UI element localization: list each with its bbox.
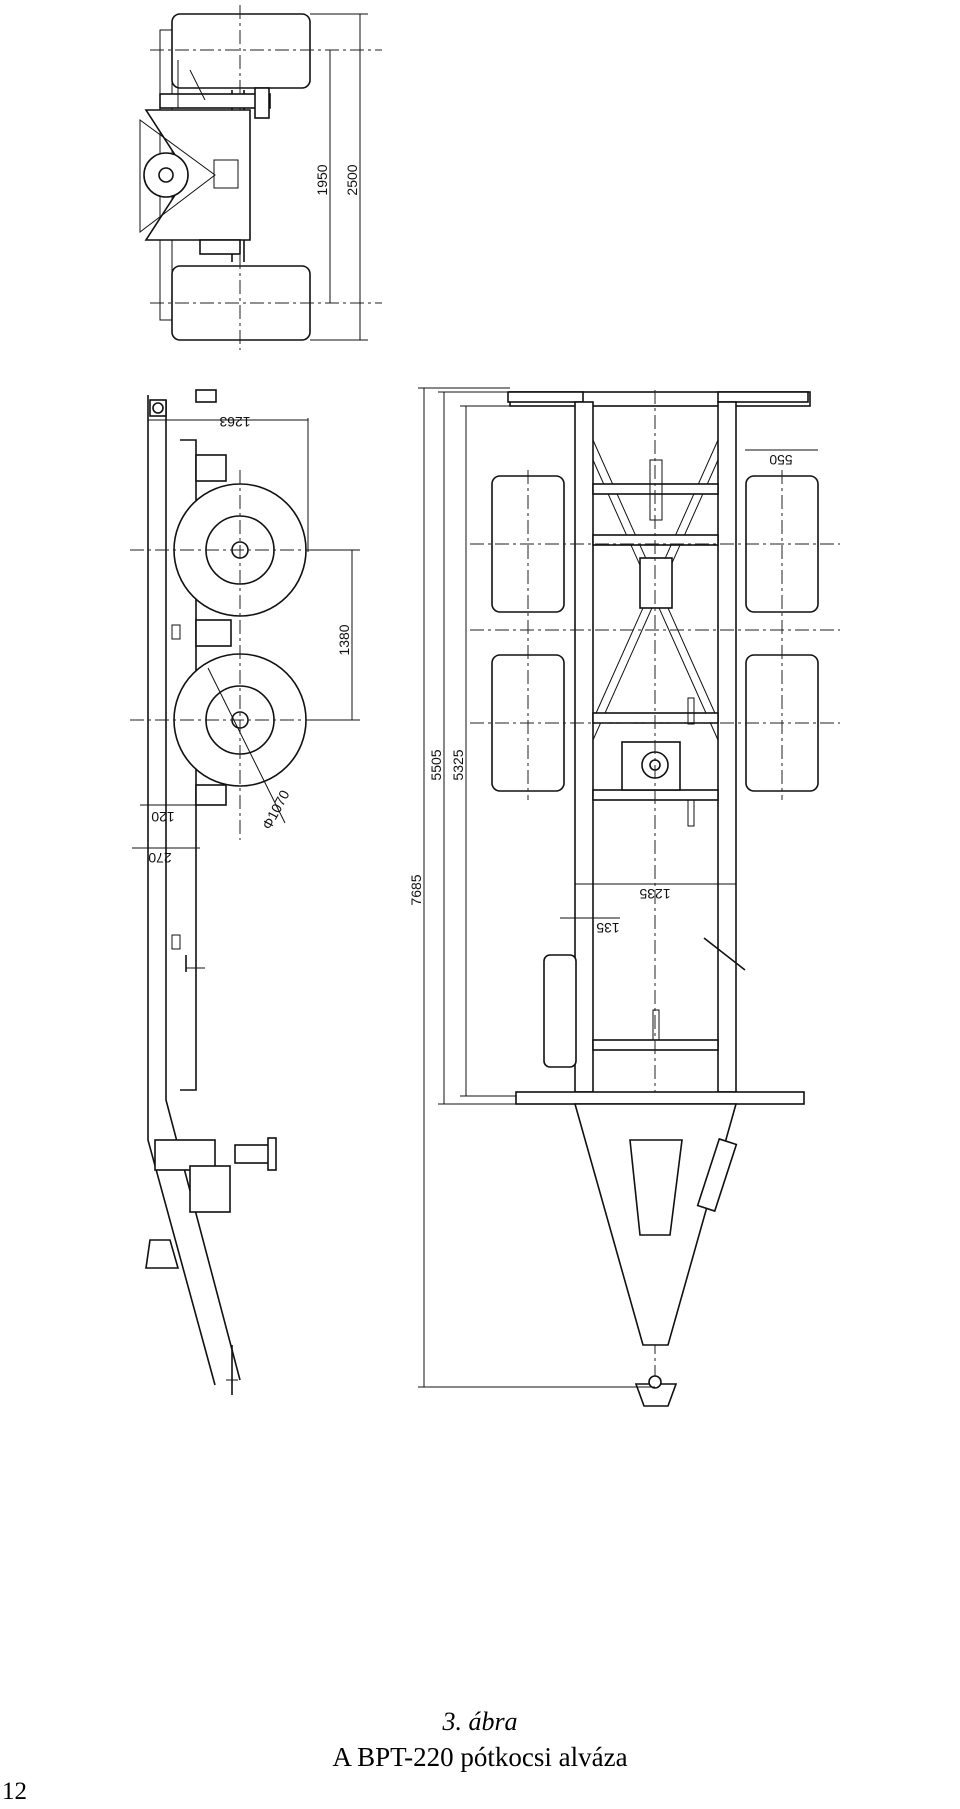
plan-jack-foot — [634, 1383, 678, 1407]
center-node — [639, 557, 673, 609]
toolbox — [543, 954, 577, 1068]
dim-1263: 1263 — [219, 414, 250, 430]
dim-tire-diameter: Φ1070 — [259, 787, 293, 832]
left-longeron — [574, 401, 594, 1093]
dim-1235: 1235 — [639, 886, 670, 902]
drawbar-housing — [629, 1139, 683, 1236]
plan-view: 550 5505 5325 7685 1235 135 — [408, 387, 840, 1407]
turntable-plate — [621, 741, 681, 791]
front-wheel-top — [171, 13, 311, 89]
drawbar-bracket — [154, 1139, 216, 1171]
figure-number: 3. ábra — [442, 1707, 518, 1736]
dim-2500: 2500 — [344, 164, 360, 195]
dim-120: 120 — [151, 809, 175, 825]
front-crossbeam — [515, 1091, 805, 1105]
fifth-wheel-circle — [143, 152, 189, 198]
figure-caption: A BPT-220 pótkocsi alváza — [332, 1742, 628, 1772]
right-longeron — [717, 401, 737, 1093]
drawbar-eye — [648, 1375, 662, 1389]
side-view: 1263 1380 Φ1070 120 270 — [130, 389, 360, 1395]
page-number: 12 — [2, 1778, 27, 1805]
dim-5505: 5505 — [428, 749, 444, 780]
dim-1950: 1950 — [314, 164, 330, 195]
side-jack-foot — [145, 1239, 180, 1269]
dim-7685: 7685 — [408, 874, 424, 905]
front-view: 1950 2500 — [139, 5, 382, 350]
dim-1380: 1380 — [336, 624, 352, 655]
dim-5325: 5325 — [450, 749, 466, 780]
front-wheel-bottom — [171, 265, 311, 341]
dim-550: 550 — [769, 452, 793, 468]
dim-135: 135 — [596, 920, 620, 936]
dim-270: 270 — [148, 850, 172, 866]
chassis-drawing: 1950 2500 1263 — [130, 5, 840, 1407]
